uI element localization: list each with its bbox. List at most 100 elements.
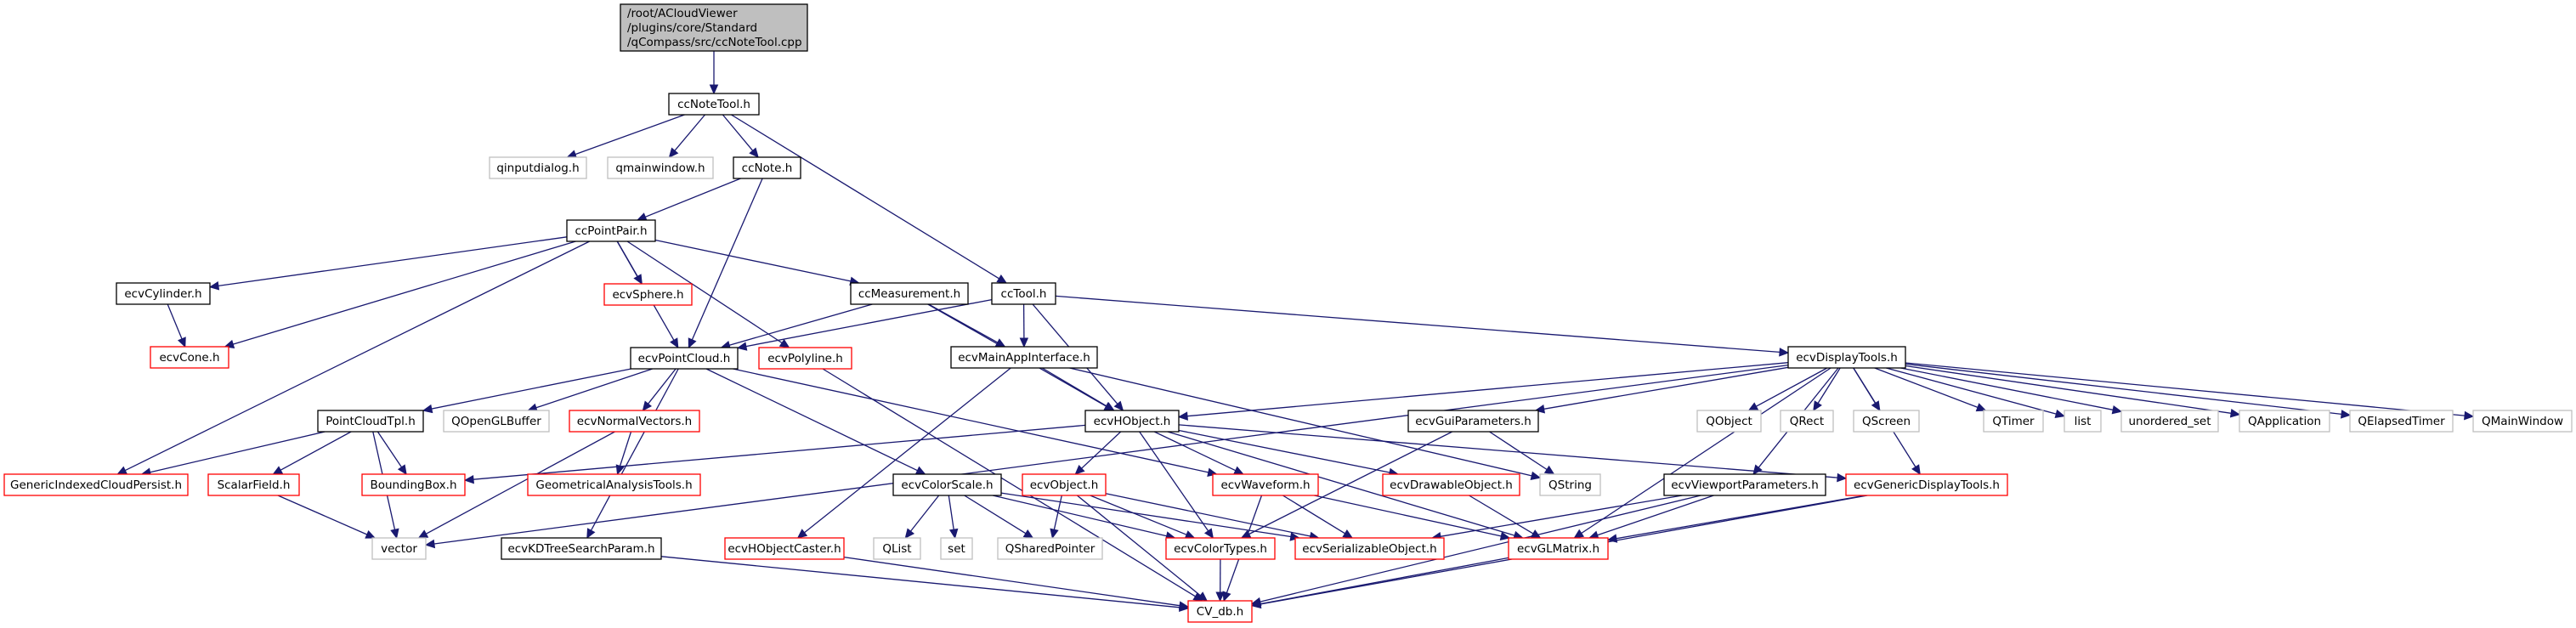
node-box <box>758 347 852 370</box>
node-cc-note[interactable]: ccNote.h <box>733 156 801 179</box>
node-ecv-hobject[interactable]: ecvHObject.h <box>1084 410 1180 433</box>
node-ecv-hobject-caster[interactable]: ecvHObjectCaster.h <box>724 537 845 560</box>
node-label: ccNoteTool.h <box>677 98 750 111</box>
edge-ecv-display-tools-to-qtimer <box>1874 367 1987 412</box>
node-box <box>1539 473 1601 496</box>
node-label: QObject <box>1706 415 1752 428</box>
node-ecv-normal-vectors[interactable]: ecvNormalVectors.h <box>569 410 700 433</box>
node-bounding-box[interactable]: BoundingBox.h <box>361 473 466 496</box>
edge-cc-tool-to-ecv-point-cloud <box>736 298 993 351</box>
edge-line <box>1153 431 1237 472</box>
node-qstring: QString <box>1539 473 1601 496</box>
arrowhead-icon <box>796 529 808 539</box>
node-label: ecvHObject.h <box>1094 415 1171 428</box>
edge-ecv-normal-vectors-to-geometrical-analysis-tools <box>615 431 632 476</box>
node-box <box>1382 473 1520 496</box>
edge-line <box>964 495 1027 535</box>
node-box <box>940 537 973 560</box>
node-cc-point-pair[interactable]: ccPointPair.h <box>566 219 656 242</box>
node-label: ecvSerializableObject.h <box>1302 542 1436 556</box>
node-label: ecvCylinder.h <box>124 287 201 301</box>
node-scalar-field[interactable]: ScalarField.h <box>207 473 300 496</box>
node-ecv-cone[interactable]: ecvCone.h <box>150 346 229 369</box>
node-ecv-gui-parameters[interactable]: ecvGuiParameters.h <box>1407 410 1539 433</box>
node-ecv-point-cloud[interactable]: ecvPointCloud.h <box>630 347 739 370</box>
node-qinputdialog: qinputdialog.h <box>489 156 587 179</box>
arrowhead-icon <box>1543 465 1555 475</box>
node-ecv-generic-display-tools[interactable]: ecvGenericDisplayTools.h <box>1845 473 2008 496</box>
arrowhead-icon <box>397 464 407 476</box>
node-cc-tool[interactable]: ccTool.h <box>991 282 1056 305</box>
node-label: GenericIndexedCloudPersist.h <box>10 478 182 492</box>
node-ecv-display-tools[interactable]: ecvDisplayTools.h <box>1787 346 1906 369</box>
node-label: QScreen <box>1862 415 1911 428</box>
node-label: ecvKDTreeSearchParam.h <box>507 542 654 556</box>
arrowhead-icon <box>1178 601 1190 610</box>
edge-line <box>426 431 615 535</box>
node-ecv-object[interactable]: ecvObject.h <box>1022 473 1107 496</box>
edge-line <box>1756 367 1828 407</box>
node-ecv-serializable-object[interactable]: ecvSerializableObject.h <box>1294 537 1445 560</box>
node-box <box>1787 346 1906 369</box>
node-ecv-color-types[interactable]: ecvColorTypes.h <box>1165 537 1276 560</box>
arrowhead-icon <box>1050 528 1059 540</box>
edge-cc-point-pair-to-ecv-polyline <box>626 240 790 348</box>
arrowhead-icon <box>688 337 697 349</box>
edge-line <box>804 367 1011 534</box>
arrowhead-icon <box>1222 591 1231 603</box>
node-ecv-color-scale[interactable]: ecvColorScale.h <box>892 473 1002 496</box>
edge-line <box>473 424 1086 480</box>
node-point-cloud-tpl[interactable]: PointCloudTpl.h <box>317 410 424 433</box>
node-generic-indexed-cloud-persist[interactable]: GenericIndexedCloudPersist.h <box>3 473 189 496</box>
edge-cc-note-tool-to-cc-tool <box>731 114 1008 284</box>
edge-line <box>654 239 852 282</box>
edge-line <box>648 368 677 405</box>
edge-line <box>1314 495 1502 537</box>
node-ecv-glmatrix[interactable]: ecvGLMatrix.h <box>1508 537 1609 560</box>
node-ecv-main-app-interface[interactable]: ecvMainAppInterface.h <box>950 346 1098 369</box>
node-unordered-set: unordered_set <box>2120 410 2219 433</box>
node-qmain-window: QMainWindow <box>2472 410 2573 433</box>
arrowhead-icon <box>1184 530 1196 539</box>
node-ecv-sphere[interactable]: ecvSphere.h <box>603 283 693 306</box>
node-ecv-polyline[interactable]: ecvPolyline.h <box>758 347 852 370</box>
edge-line <box>1489 431 1548 471</box>
node-box <box>527 473 701 496</box>
arrowhead-icon <box>365 529 376 539</box>
node-cv-db[interactable]: CV_db.h <box>1187 600 1253 623</box>
node-box <box>1187 600 1253 623</box>
node-geometrical-analysis-tools[interactable]: GeometricalAnalysisTools.h <box>527 473 701 496</box>
node-box <box>1845 473 2008 496</box>
node-qshared-pointer: QSharedPointer <box>997 537 1103 560</box>
node-qmainwindow: qmainwindow.h <box>607 156 714 179</box>
edge-ecv-color-scale-to-qlist <box>904 495 940 539</box>
node-ecv-cylinder[interactable]: ecvCylinder.h <box>116 282 211 305</box>
edge-line <box>1053 495 1062 530</box>
node-box <box>892 473 1002 496</box>
node-cc-note-tool[interactable]: ccNoteTool.h <box>668 93 760 116</box>
edge-line <box>729 303 873 346</box>
node-ecv-viewport-parameters[interactable]: ecvViewportParameters.h <box>1663 473 1826 496</box>
arrowhead-icon <box>1813 400 1822 412</box>
node-label: ecvGenericDisplayTools.h <box>1854 478 2000 492</box>
edge-line <box>1178 424 1838 478</box>
node-cc-measurement[interactable]: ccMeasurement.h <box>850 282 969 305</box>
node-label: ccMeasurement.h <box>858 287 960 301</box>
edge-ecv-color-scale-to-qshared-pointer <box>964 495 1034 539</box>
edge-line <box>660 556 1180 608</box>
node-root: /root/ACloudViewer/plugins/core/Standard… <box>620 3 808 52</box>
arrowhead-icon <box>1499 531 1511 540</box>
node-label: ecvCone.h <box>159 351 219 365</box>
node-ecv-waveform[interactable]: ecvWaveform.h <box>1212 473 1319 496</box>
node-box <box>950 346 1098 369</box>
edge-line <box>1041 367 1107 407</box>
edge-root-to-cc-note-tool <box>709 51 719 95</box>
edge-cc-note-to-ecv-point-cloud <box>688 178 763 349</box>
arrowhead-icon <box>1240 529 1252 539</box>
node-label: ecvGLMatrix.h <box>1517 542 1599 556</box>
edge-line <box>167 303 183 340</box>
node-ecv-kdtree-search-param[interactable]: ecvKDTreeSearchParam.h <box>501 537 662 560</box>
edge-line <box>535 368 653 409</box>
edge-point-cloud-tpl-to-bounding-box <box>376 431 407 476</box>
node-ecv-drawable-object[interactable]: ecvDrawableObject.h <box>1382 473 1520 496</box>
